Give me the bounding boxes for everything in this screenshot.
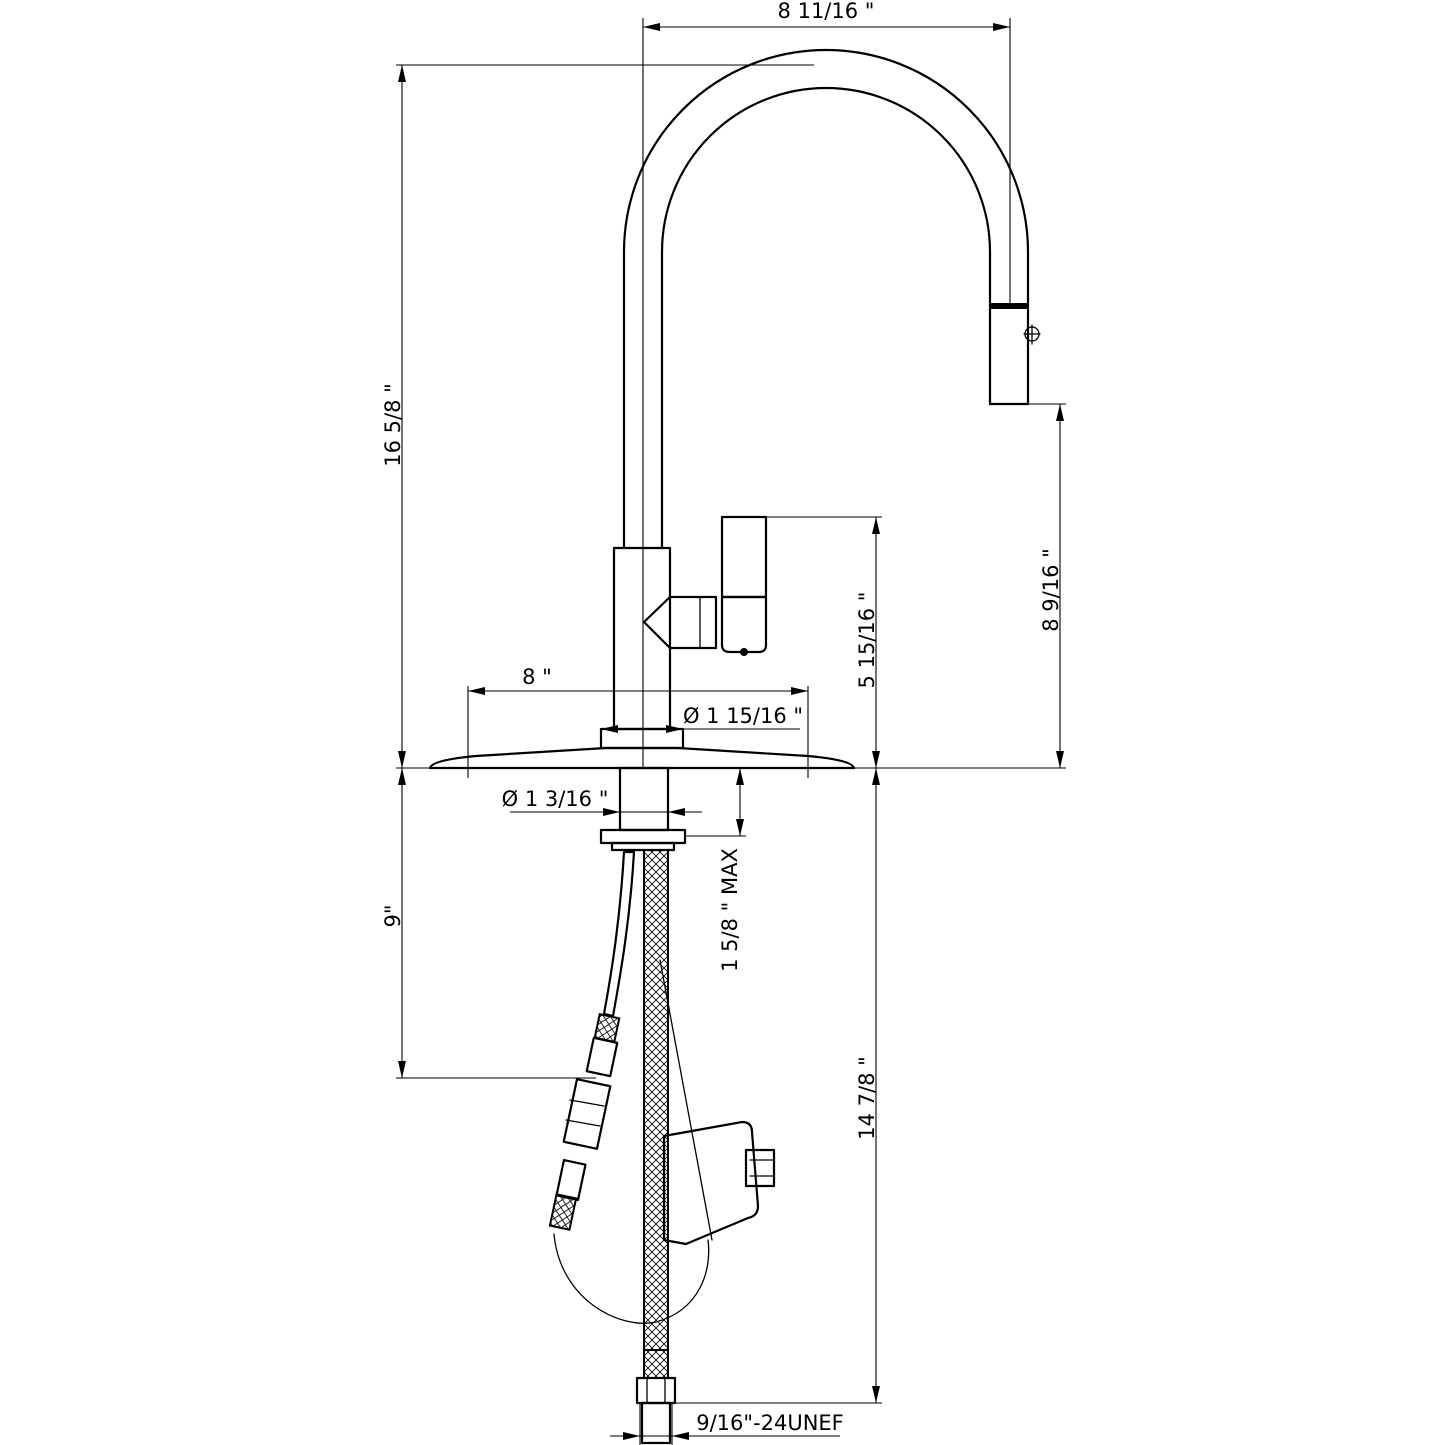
hose-hex-nut	[635, 1376, 677, 1405]
quick-connector-upper	[585, 1012, 621, 1078]
deck-plate	[428, 746, 856, 770]
dim-total-height: 16 5/8 "	[381, 383, 405, 467]
braided-supply-hose	[643, 849, 669, 1351]
mounting-washer	[610, 841, 676, 852]
dim-max-deck-thickness: 1 5/8 " MAX	[718, 848, 742, 972]
dim-spout-reach: 8 11/16 "	[778, 0, 875, 23]
faucet-body	[428, 48, 1041, 852]
quick-connector-lower	[548, 1159, 587, 1231]
quick-connector-middle	[562, 1078, 612, 1150]
hose-loop	[553, 1233, 710, 1324]
spout-outer-curve	[622, 48, 1030, 550]
hose-ferrule	[643, 1349, 669, 1379]
hose-thread	[640, 1401, 672, 1445]
dim-hose-length: 9"	[381, 904, 405, 927]
weight-cord	[659, 959, 713, 1241]
hoses	[548, 849, 776, 1445]
lever-handle	[642, 515, 768, 656]
shank	[618, 766, 670, 832]
dimension-lines	[396, 18, 1066, 1445]
dim-connection-thread: 9/16"-24UNEF	[696, 1411, 844, 1435]
spout-inner-curve	[660, 86, 992, 550]
dim-shank-diameter: Ø 1 3/16 "	[502, 787, 609, 811]
dim-supply-hose-length: 14 7/8 "	[855, 1056, 879, 1140]
mounting-nut	[599, 828, 687, 845]
spray-head	[988, 303, 1041, 406]
hose-weight	[662, 1120, 776, 1246]
dim-handle-height: 5 15/16 "	[855, 592, 879, 689]
dim-spout-outlet-height: 8 9/16 "	[1039, 548, 1063, 632]
dim-deck-plate-width: 8 "	[522, 665, 552, 689]
dim-base-diameter: Ø 1 15/16 "	[683, 704, 803, 728]
pulldown-hose	[602, 850, 636, 1018]
